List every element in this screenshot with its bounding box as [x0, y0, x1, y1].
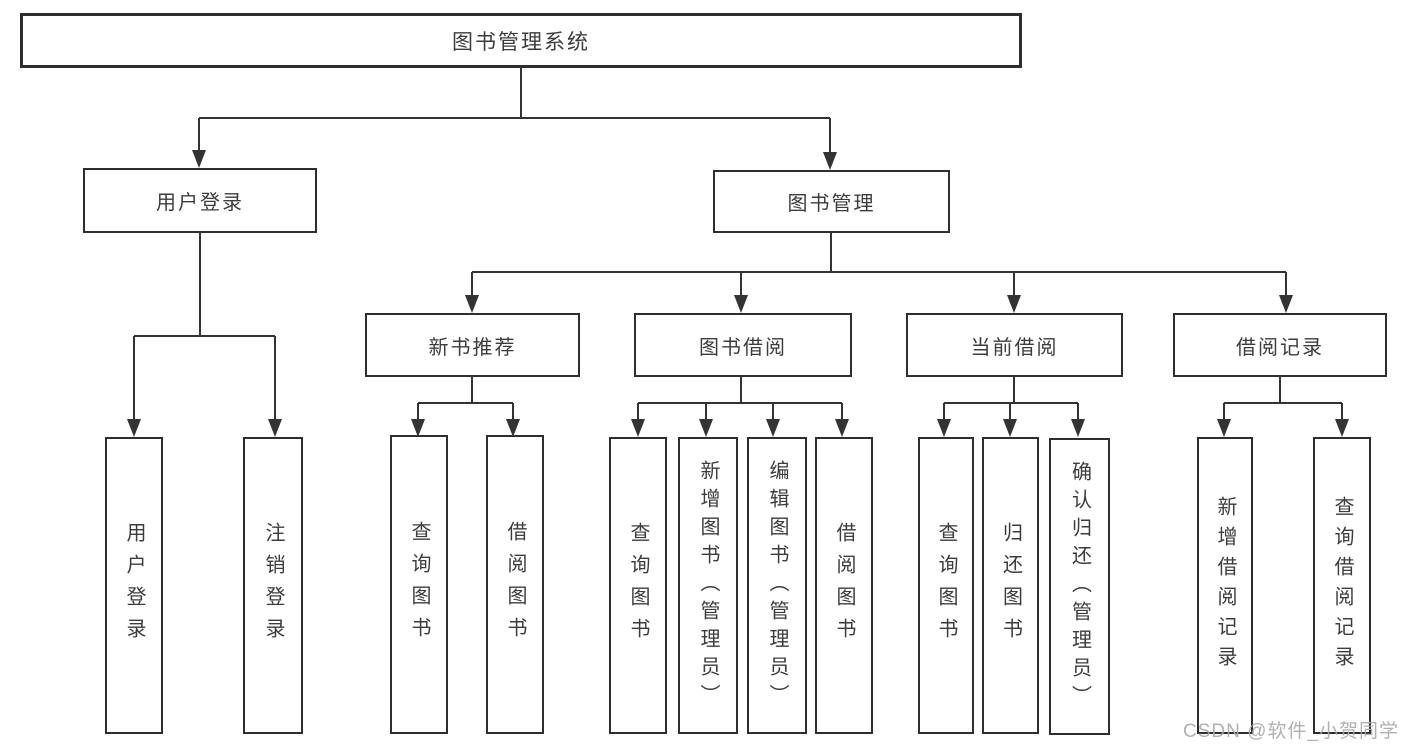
node-book-borrowing-label: 图书借阅 — [699, 336, 787, 359]
node-root: 图书管理系统 — [20, 13, 1022, 68]
leaf-query-books-1: 查询图书 — [390, 435, 448, 734]
leaf-query-books-2: 查询图书 — [609, 437, 667, 734]
node-new-book-recommend-label: 新书推荐 — [428, 336, 517, 359]
leaf-query-books-3-label: 查询图书 — [935, 521, 957, 650]
node-book-management: 图书管理 — [713, 170, 950, 233]
leaf-add-borrow-record: 新增借阅记录 — [1197, 437, 1253, 734]
leaf-add-borrow-record-label: 新增借阅记录 — [1214, 495, 1236, 676]
node-book-borrowing: 图书借阅 — [634, 313, 852, 377]
leaf-edit-books-admin: 编辑图书（管理员） — [747, 437, 807, 734]
watermark: CSDN @软件_小贺同学 — [1183, 721, 1399, 742]
leaf-user-login: 用户登录 — [105, 437, 163, 734]
leaf-query-books-2-label: 查询图书 — [627, 521, 649, 650]
leaf-confirm-return-admin: 确认归还（管理员） — [1049, 438, 1110, 735]
node-user-login: 用户登录 — [83, 168, 317, 233]
leaf-return-books: 归还图书 — [982, 437, 1039, 734]
node-book-management-label: 图书管理 — [787, 193, 876, 215]
node-current-borrowing-label: 当前借阅 — [970, 336, 1059, 359]
leaf-add-books-admin: 新增图书（管理员） — [678, 437, 738, 734]
leaf-borrow-books-2: 借阅图书 — [815, 437, 873, 734]
leaf-query-borrow-record: 查询借阅记录 — [1313, 437, 1371, 734]
leaf-confirm-return-admin-label: 确认归还（管理员） — [1068, 460, 1091, 713]
leaf-user-login-label: 用户登录 — [123, 521, 145, 650]
leaf-query-books-3: 查询图书 — [918, 437, 974, 734]
leaf-query-borrow-record-label: 查询借阅记录 — [1331, 495, 1353, 676]
node-user-login-label: 用户登录 — [156, 192, 244, 214]
node-root-label: 图书管理系统 — [452, 30, 590, 54]
leaf-add-books-admin-label: 新增图书（管理员） — [697, 459, 719, 712]
leaf-edit-books-admin-label: 编辑图书（管理员） — [766, 459, 788, 712]
leaf-borrow-books-1-label: 借阅图书 — [504, 520, 526, 649]
node-borrowing-records-label: 借阅记录 — [1236, 336, 1324, 359]
node-borrowing-records: 借阅记录 — [1173, 313, 1387, 377]
leaf-return-books-label: 归还图书 — [999, 521, 1022, 650]
arrowheads — [127, 150, 1349, 437]
node-current-borrowing: 当前借阅 — [906, 313, 1123, 377]
leaf-logout: 注销登录 — [243, 437, 303, 734]
leaf-borrow-books-1: 借阅图书 — [486, 435, 544, 734]
leaf-logout-label: 注销登录 — [262, 521, 284, 650]
leaf-query-books-1-label: 查询图书 — [408, 520, 430, 649]
leaf-borrow-books-2-label: 借阅图书 — [833, 521, 855, 650]
node-new-book-recommend: 新书推荐 — [365, 313, 580, 377]
